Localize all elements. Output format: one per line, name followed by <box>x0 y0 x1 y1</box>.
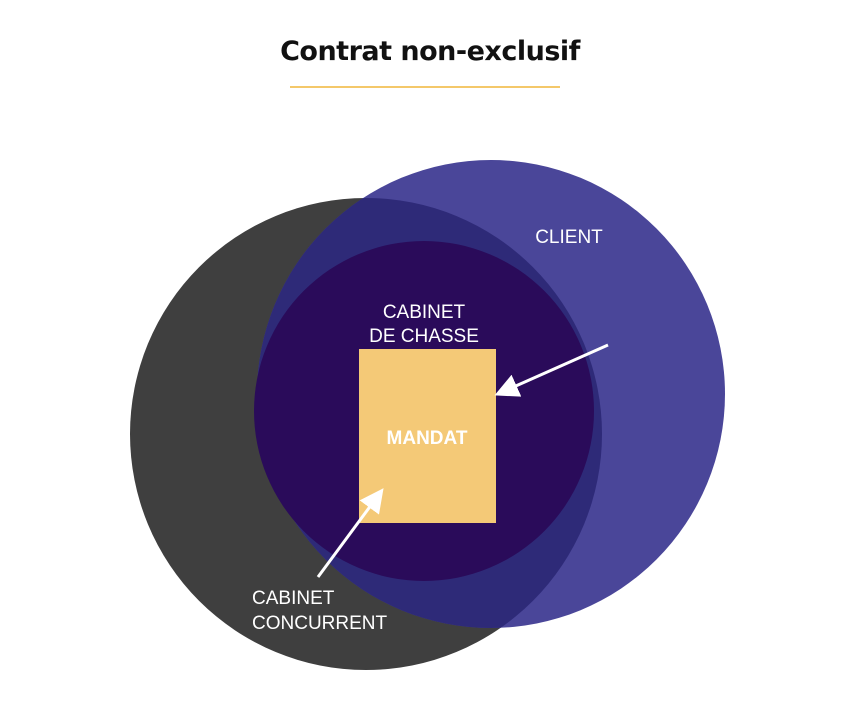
diagram-title: Contrat non-exclusif <box>280 36 580 67</box>
cabinet-concurrent-label-line2: CONCURRENT <box>252 613 388 634</box>
cabinet-chasse-label-line2: DE CHASSE <box>369 326 479 347</box>
cabinet-concurrent-label-line1: CABINET <box>252 588 335 609</box>
cabinet-chasse-label-line1: CABINET <box>383 302 466 323</box>
client-label: CLIENT <box>535 227 603 248</box>
client-arrow <box>494 343 609 397</box>
cabinet-concurrent-arrow <box>316 488 384 578</box>
title-underline <box>290 86 560 88</box>
mandat-label: MANDAT <box>387 428 468 449</box>
